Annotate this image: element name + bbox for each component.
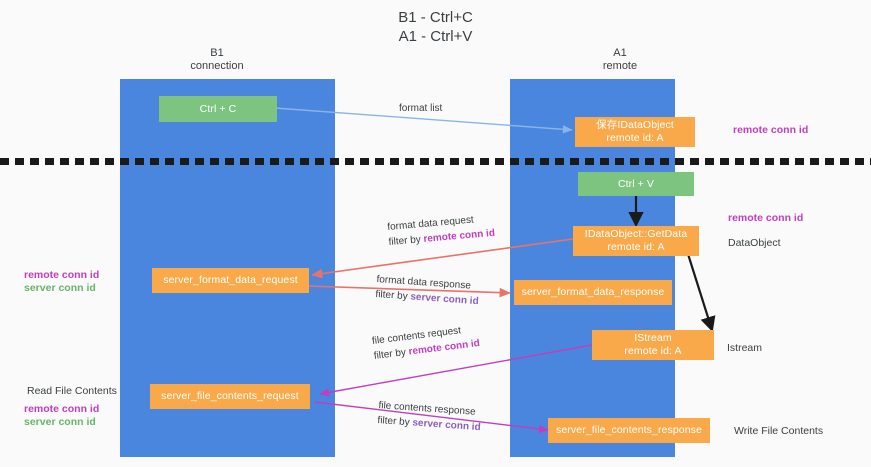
edge-label-file-contents-response: file contents response filter by server … xyxy=(377,398,482,435)
edge-label-file-contents-request: file contents request filter by remote c… xyxy=(371,321,481,364)
edge-label-format-list: format list xyxy=(399,101,442,116)
annotation-remote-conn-id-mid: remote conn id xyxy=(728,212,804,224)
annotation-left-server-conn-id-2: server conn id xyxy=(24,416,96,428)
filter-by-text-1: filter by xyxy=(388,233,425,248)
filter-by-text-4: filter by xyxy=(377,414,413,429)
edge-label-format-data-response: format data response filter by server co… xyxy=(375,272,480,309)
annotation-left-remote-conn-id: remote conn id xyxy=(24,269,100,281)
node-save-idataobject[interactable]: 保存IDataObject remote id: A xyxy=(575,117,695,147)
node-server-format-data-request[interactable]: server_format_data_request xyxy=(152,268,309,293)
node-server-file-contents-response[interactable]: server_file_contents_response xyxy=(548,418,710,443)
filter-by-text-3: filter by xyxy=(373,346,410,362)
node-server-file-contents-request[interactable]: server_file_contents_request xyxy=(150,384,310,409)
node-istream[interactable]: IStream remote id: A xyxy=(592,330,714,360)
server-conn-id-token-2: server conn id xyxy=(412,417,481,434)
node-ctrl-v[interactable]: Ctrl + V xyxy=(578,172,694,196)
remote-conn-id-token-1: remote conn id xyxy=(423,227,496,245)
column-header-a1: A1 remote xyxy=(602,47,638,72)
node-server-format-data-response[interactable]: server_format_data_response xyxy=(514,280,672,305)
node-idataobject-getdata[interactable]: IDataObject::GetData remote id: A xyxy=(573,226,699,256)
edge-label-format-data-request: format data request filter by remote con… xyxy=(387,211,496,250)
annotation-left-remote-conn-id-2: remote conn id xyxy=(24,403,100,415)
annotation-read-file-contents: Read File Contents xyxy=(27,385,117,397)
edge-getdata-to-istream xyxy=(686,253,716,333)
annotation-remote-conn-id-top: remote conn id xyxy=(733,124,809,136)
phase-divider xyxy=(0,158,871,165)
annotation-dataobject: DataObject xyxy=(728,237,781,249)
annotation-left-server-conn-id: server conn id xyxy=(24,282,96,294)
filter-by-text-2: filter by xyxy=(375,288,411,303)
annotation-write-file-contents: Write File Contents xyxy=(734,425,824,437)
diagram-title: B1 - Ctrl+C A1 - Ctrl+V xyxy=(398,9,473,45)
edge-label-format-list-text: format list xyxy=(399,103,443,114)
annotation-istream: Istream xyxy=(727,342,763,354)
column-header-b1: B1 connection xyxy=(190,47,244,72)
node-ctrl-c[interactable]: Ctrl + C xyxy=(159,96,277,122)
server-conn-id-token-1: server conn id xyxy=(410,291,479,308)
